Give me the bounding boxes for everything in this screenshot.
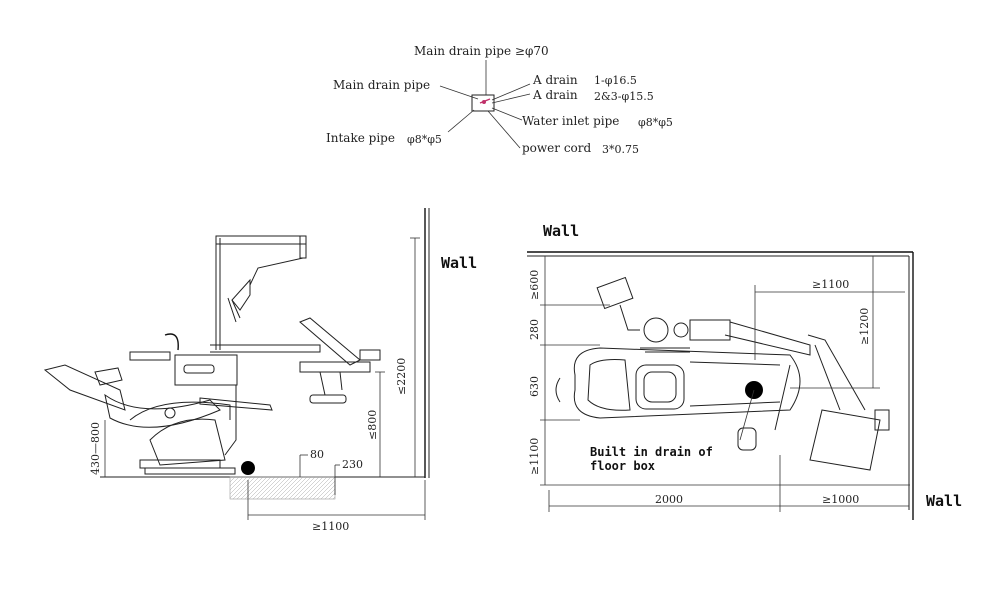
water-inlet-value: φ8*φ5: [638, 116, 673, 129]
chair-seat: [104, 393, 221, 428]
side-wall-label: Wall: [441, 254, 477, 272]
water-unit-box: [174, 354, 238, 386]
stool-top: [737, 427, 757, 451]
power-cord-label: power cord: [522, 141, 592, 155]
top-wall-label: Wall: [543, 222, 579, 240]
dim-1100-left-label: ≥1100: [528, 438, 541, 475]
doctor-tray: [299, 361, 371, 373]
power-cord-value: 3*0.75: [602, 143, 639, 156]
floor-box-symbol: [471, 94, 495, 112]
lamp-arm-top: [807, 334, 866, 411]
main-drain-top-label: Main drain pipe ≥φ70: [414, 44, 549, 58]
chair-base: [149, 418, 226, 466]
assistant-arm-top: [724, 321, 811, 356]
right-wall-label: Wall: [926, 492, 962, 510]
intake-label: Intake pipe: [326, 131, 395, 145]
dim-1200-label: ≥1200: [858, 308, 871, 345]
chair-top-seat: [635, 364, 685, 410]
lamp-arm: [215, 235, 307, 245]
a-drain-2-value: 2&3-φ15.5: [594, 90, 654, 103]
dim-430-800-label: 430—800: [89, 422, 102, 475]
side-drain-marker: [241, 461, 255, 475]
dim-80-label: 80: [310, 448, 324, 461]
dim-1000-label: ≥1000: [822, 493, 859, 506]
water-inlet-label: Water inlet pipe: [522, 114, 619, 128]
operating-lamp: [231, 278, 251, 311]
floor-box-section: [229, 476, 336, 500]
drain-note-line1: Built in drain of: [590, 445, 713, 459]
drain-note-line2: floor box: [590, 459, 655, 473]
dim-600-label: ≥600: [528, 270, 541, 300]
doctor-arm: [299, 317, 361, 366]
dim-800-label: ≤800: [366, 410, 379, 440]
dim-630-label: 630: [528, 376, 541, 397]
dim-280-label: 280: [528, 319, 541, 340]
foot-control: [309, 394, 347, 404]
doctor-table-top: [596, 276, 634, 310]
a-drain-2-label: A drain: [532, 88, 578, 102]
side-view: Wall: [43, 208, 477, 533]
spittoon: [129, 351, 171, 361]
water-unit-top: [689, 319, 731, 341]
top-view: Wall Wall Built in drain of floor box: [527, 222, 962, 520]
spittoon-top: [643, 317, 669, 343]
a-drain-1-value: 1-φ16.5: [594, 74, 637, 87]
floor-box-legend: Main drain pipe ≥φ70 Main drain pipe A d…: [326, 44, 673, 156]
dim-2200-label: ≤2200: [395, 358, 408, 395]
chair-top-backrest: [587, 359, 631, 411]
main-drain-left-label: Main drain pipe: [333, 78, 430, 92]
dim-1100-label: ≥1100: [312, 520, 349, 533]
a-drain-1-label: A drain: [532, 73, 578, 87]
chair-top-outline: [573, 347, 801, 419]
operating-lamp-top: [809, 409, 881, 471]
dim-1100-top-label: ≥1100: [812, 278, 849, 291]
dim-2000-label: 2000: [655, 493, 683, 506]
chair-headrest-back: [43, 364, 126, 411]
dim-230-label: 230: [342, 458, 363, 471]
intake-value: φ8*φ5: [407, 133, 442, 146]
